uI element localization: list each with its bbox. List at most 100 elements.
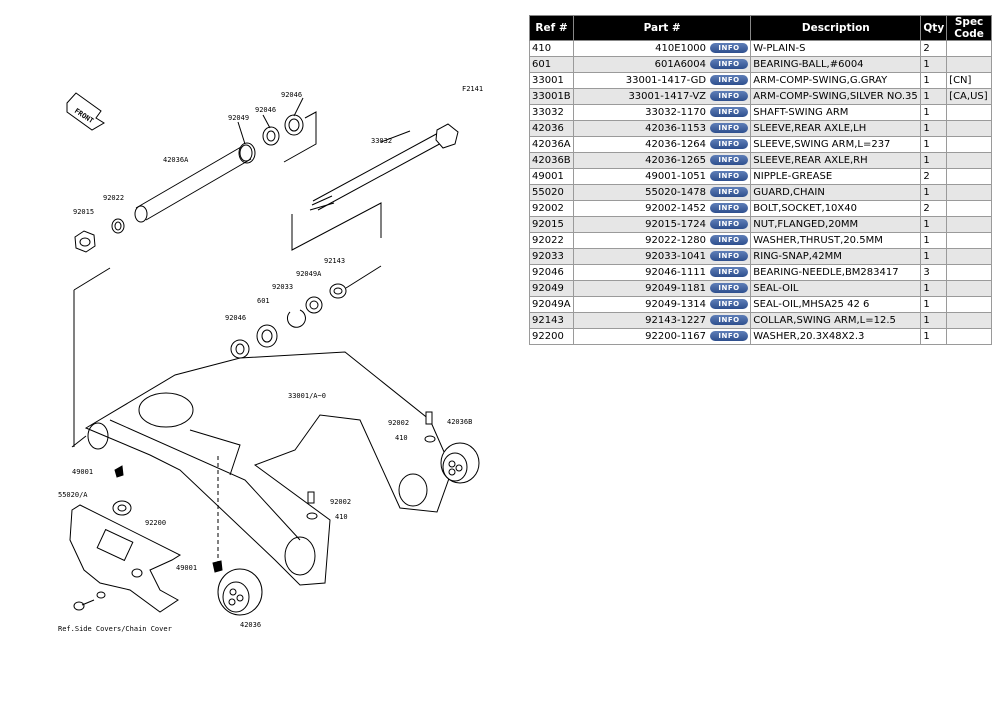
callout-92049a: 92049A (296, 270, 322, 278)
part-number: 33032-1170 (645, 106, 707, 118)
qty-cell: 1 (920, 184, 948, 201)
callout-92033: 92033 (272, 283, 293, 291)
ref-cell: 92049A (528, 296, 575, 313)
info-button[interactable]: INFO (710, 154, 749, 165)
spec-code-cell (946, 264, 992, 281)
parts-table: Ref # Part # Description Qty Spec Code 4… (528, 15, 992, 345)
shaft-33032-drawing (291, 123, 459, 251)
info-button[interactable]: INFO (710, 106, 749, 117)
callout-92049: 92049 (228, 114, 249, 122)
part-number: 92049-1314 (645, 298, 707, 310)
info-button[interactable]: INFO (710, 90, 749, 101)
info-button[interactable]: INFO (710, 282, 749, 293)
info-button[interactable]: INFO (710, 314, 749, 325)
description-cell: SLEEVE,SWING ARM,L=237 (750, 136, 922, 153)
swing-arm-drawing (71, 267, 453, 586)
part-number: 601A6004 (654, 58, 707, 70)
info-button[interactable]: INFO (710, 298, 749, 309)
description-cell: ARM-COMP-SWING,SILVER NO.35 (750, 88, 922, 105)
info-button[interactable]: INFO (710, 266, 749, 277)
ref-cell: 92015 (528, 216, 575, 233)
ref-cell: 42036B (528, 152, 575, 169)
qty-cell: 1 (920, 328, 948, 345)
info-button[interactable]: INFO (710, 202, 749, 213)
info-button[interactable]: INFO (710, 170, 749, 181)
callout-33032: 33032 (371, 137, 392, 145)
qty-cell: 1 (920, 72, 948, 89)
info-button[interactable]: INFO (710, 74, 749, 85)
info-button[interactable]: INFO (710, 218, 749, 229)
spec-code-cell (946, 184, 992, 201)
spec-code-cell (946, 296, 992, 313)
part-number: 92143-1227 (645, 314, 707, 326)
description-cell: BEARING-NEEDLE,BM283417 (750, 264, 922, 281)
qty-cell: 1 (920, 296, 948, 313)
col-header-description: Description (750, 15, 922, 41)
description-cell: SEAL-OIL (750, 280, 922, 297)
info-button[interactable]: INFO (710, 186, 749, 197)
exploded-parts-diagram: F2141 FRONT 92046 92049 92046 33032 4203… (58, 85, 483, 633)
spec-code-cell: [CN] (946, 72, 992, 89)
callout-92046-top: 92046 (281, 91, 302, 99)
part-number: 42036-1153 (645, 122, 707, 134)
part-number: 92049-1181 (645, 282, 707, 294)
part-number: 92046-1111 (645, 266, 707, 278)
spec-code-cell: [CA,US] (946, 88, 992, 105)
qty-cell: 2 (920, 40, 948, 57)
callout-92022: 92022 (103, 194, 124, 202)
part-number: 55020-1478 (645, 186, 707, 198)
callout-92015: 92015 (73, 208, 94, 216)
qty-cell: 1 (920, 120, 948, 137)
qty-cell: 1 (920, 248, 948, 265)
info-button[interactable]: INFO (710, 42, 749, 53)
callout-42036a: 42036A (163, 156, 189, 164)
front-arrow-icon (66, 92, 105, 131)
bearings-top-drawing (237, 97, 317, 163)
ref-cell: 33001B (528, 88, 575, 105)
info-button[interactable]: INFO (710, 234, 749, 245)
info-button[interactable]: INFO (710, 122, 749, 133)
info-button[interactable]: INFO (710, 58, 749, 69)
callout-33001: 33001/A~0 (288, 392, 326, 400)
info-button[interactable]: INFO (710, 138, 749, 149)
spec-code-cell (946, 40, 992, 57)
figure-code: F2141 (462, 85, 483, 93)
info-button[interactable]: INFO (710, 330, 749, 341)
sleeve-42036a-drawing (74, 142, 256, 253)
part-number: 49001-1051 (645, 170, 707, 182)
description-cell: WASHER,THRUST,20.5MM (750, 232, 922, 249)
spec-code-cell (946, 152, 992, 169)
callout-410-center: 410 (335, 513, 348, 521)
description-cell: NUT,FLANGED,20MM (750, 216, 922, 233)
description-cell: SLEEVE,REAR AXLE,LH (750, 120, 922, 137)
info-button[interactable]: INFO (710, 250, 749, 261)
ref-cell: 33001 (528, 72, 575, 89)
callout-410-right: 410 (395, 434, 408, 442)
description-cell: BOLT,SOCKET,10X40 (750, 200, 922, 217)
qty-cell: 1 (920, 312, 948, 329)
ref-cell: 92049 (528, 280, 575, 297)
qty-cell: 1 (920, 104, 948, 121)
col-header-qty: Qty (920, 15, 948, 41)
